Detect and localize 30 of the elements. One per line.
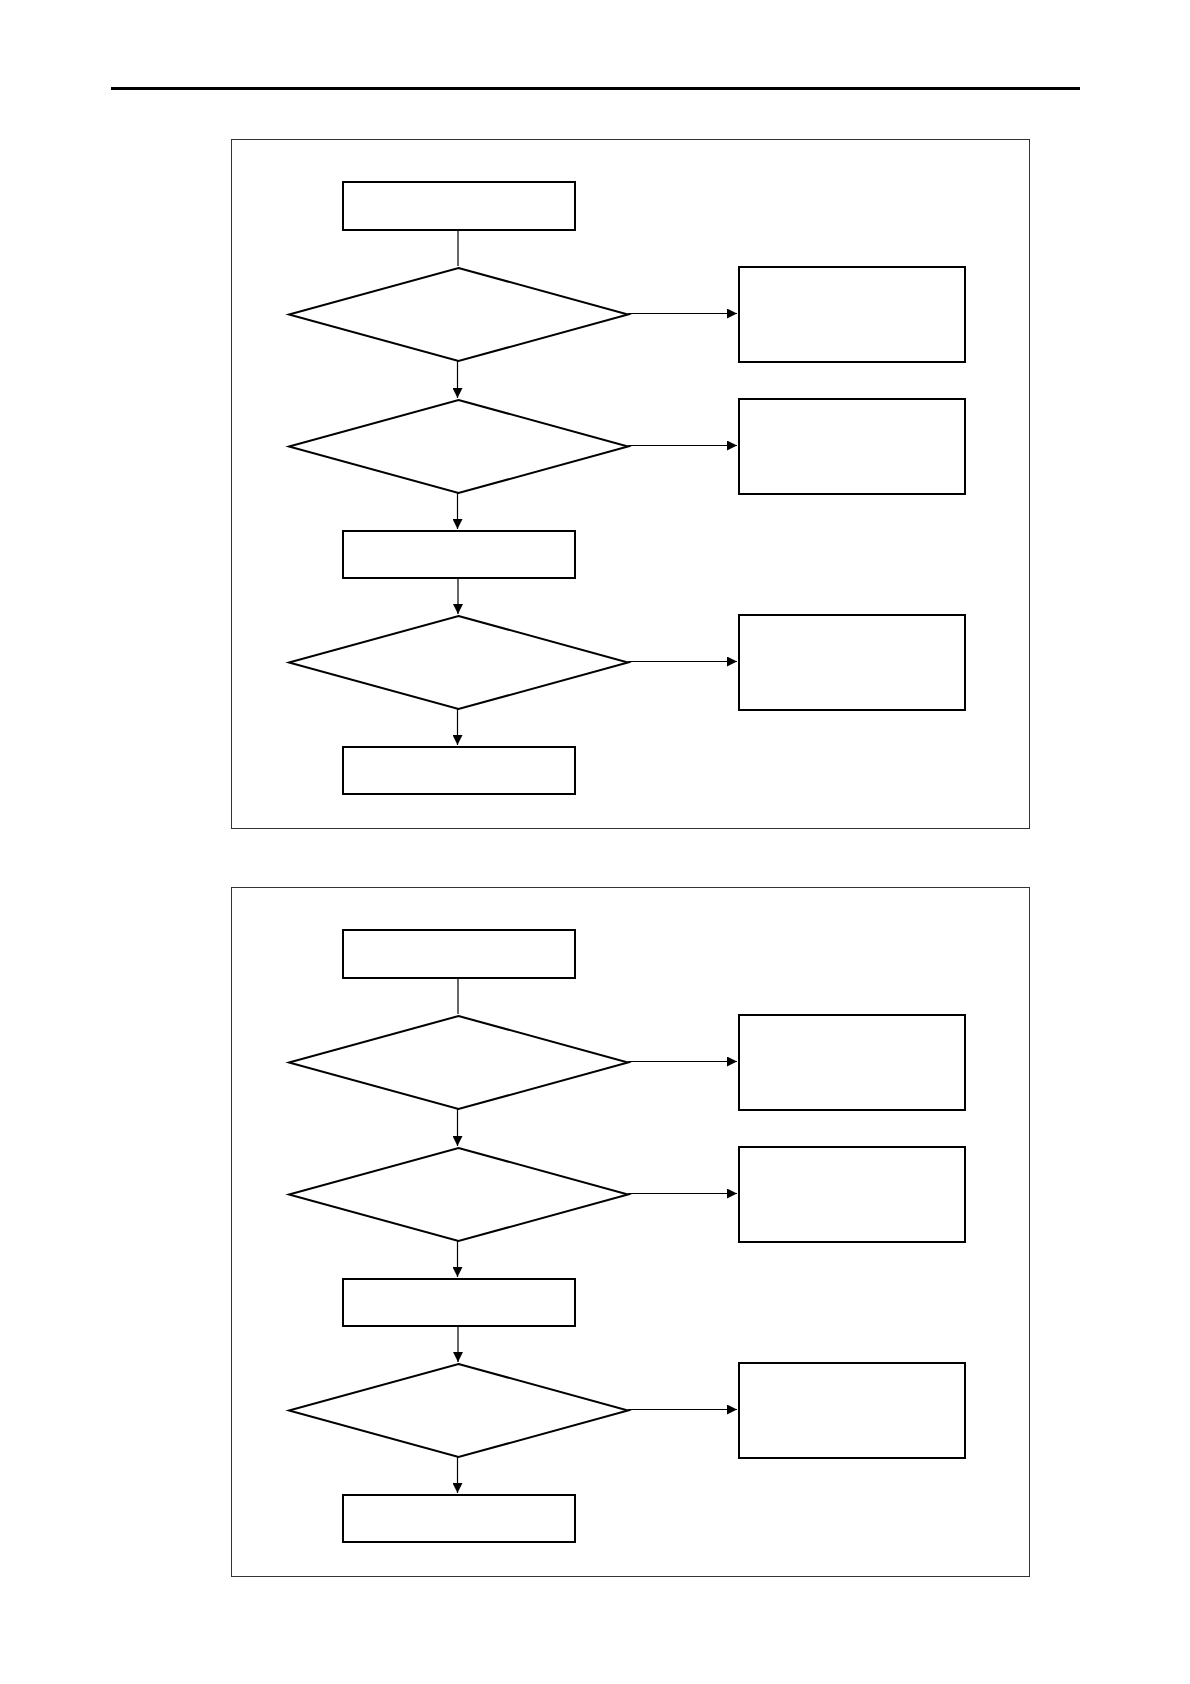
arrow — [452, 1240, 463, 1278]
arrow — [627, 308, 738, 319]
process-box — [738, 1014, 966, 1111]
process-box — [738, 266, 966, 363]
arrow — [452, 492, 463, 530]
arrow — [627, 440, 738, 451]
panel-frame — [231, 887, 1030, 1577]
process-box — [738, 1146, 966, 1243]
process-box — [342, 181, 576, 231]
process-box — [738, 614, 966, 711]
process-box — [738, 1362, 966, 1459]
connector-line — [457, 229, 459, 267]
process-box — [738, 398, 966, 495]
arrow — [453, 577, 463, 615]
process-box — [342, 530, 576, 579]
process-box — [342, 929, 576, 979]
arrow — [627, 656, 738, 667]
arrow — [627, 1188, 738, 1199]
panel-frame — [231, 139, 1030, 829]
arrow — [452, 708, 463, 746]
process-box — [342, 746, 576, 795]
process-box — [342, 1494, 576, 1543]
arrow — [627, 1404, 738, 1415]
arrow — [452, 1456, 463, 1494]
arrow — [627, 1056, 738, 1067]
connector-line — [457, 977, 459, 1015]
arrow — [452, 360, 463, 399]
process-box — [342, 1278, 576, 1327]
arrow — [452, 1108, 463, 1147]
arrow — [453, 1325, 463, 1363]
